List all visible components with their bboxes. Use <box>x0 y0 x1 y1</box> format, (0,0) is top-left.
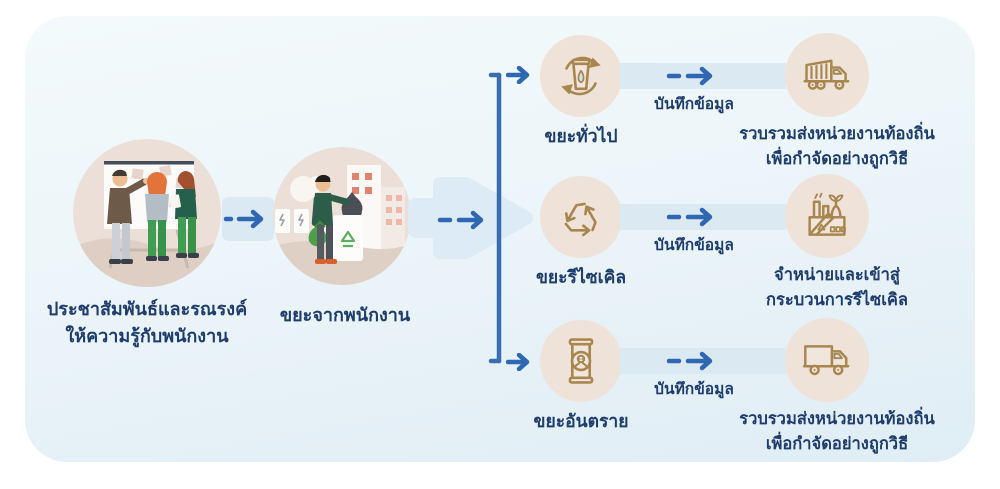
dash-arrow-icon <box>666 351 713 371</box>
employee-waste-illustration-circle <box>273 147 411 285</box>
row1-arrow-label: บันทึกข้อมูล <box>654 96 734 113</box>
row2-destination-line1: จำหน่ายและเข้าสู่ <box>774 266 900 284</box>
row3-destination-caption: รวบรวมส่งหน่วยงานท้องถิ่น เพื่อกำจัดอย่า… <box>722 407 952 457</box>
general-waste-bin-cycle-icon <box>561 56 601 96</box>
delivery-truck-icon <box>802 345 850 376</box>
row1-destination-caption: รวบรวมส่งหน่วยงานท้องถิ่น เพื่อกำจัดอย่า… <box>722 122 952 172</box>
hazardous-waste-circle <box>540 320 622 402</box>
row1-destination-line1: รวบรวมส่งหน่วยงานท้องถิ่น <box>739 125 935 143</box>
recyclable-waste-label: ขยะรีไซเคิล <box>535 267 627 287</box>
big-branch-arrow <box>408 177 533 259</box>
employee-sorting-waste-illustration <box>273 147 411 285</box>
people-training-illustration <box>73 139 221 287</box>
stage1-caption-line2: ให้ความรู้กับพนักงาน <box>65 326 229 346</box>
general-waste-label: ขยะทั่วไป <box>544 126 618 146</box>
bottom-branch-arrow-icon <box>506 353 530 371</box>
general-waste-circle <box>540 35 622 117</box>
row1-destination-line2: เพื่อกำจัดอย่างถูกวิธี <box>765 150 909 168</box>
row3-destination-line1: รวบรวมส่งหน่วยงานท้องถิ่น <box>739 410 935 428</box>
row2-arrow-label: บันทึกข้อมูล <box>654 237 734 254</box>
stage1-caption: ประชาสัมพันธ์และรณรงค์ ให้ความรู้กับพนัก… <box>22 296 272 350</box>
row3-destination-line2: เพื่อกำจัดอย่างถูกวิธี <box>765 435 909 453</box>
row2-destination-line2: กระบวนการรีไซเคิล <box>766 291 908 309</box>
recycling-factory-icon <box>808 192 846 236</box>
local-disposal-circle-1 <box>785 33 869 117</box>
dash-arrow-icon <box>666 66 713 86</box>
recycling-process-circle <box>785 174 869 258</box>
dash-arrow-icon <box>666 207 713 227</box>
training-illustration-circle <box>72 138 222 288</box>
dash-arrow-icon <box>437 210 484 230</box>
garbage-truck-icon <box>803 59 850 90</box>
top-branch-arrow-icon <box>506 66 530 84</box>
stage1-caption-line1: ประชาสัมพันธ์และรณรงค์ <box>46 299 248 319</box>
dot-dash-arrow-icon <box>223 209 264 229</box>
recyclable-waste-circle <box>540 176 622 258</box>
stage2-caption-line1: ขยะจากพนักงาน <box>279 305 411 325</box>
hazardous-waste-label: ขยะอันตราย <box>533 411 629 431</box>
row3-arrow-label: บันทึกข้อมูล <box>654 381 734 398</box>
stage2-caption: ขยะจากพนักงาน <box>250 302 440 329</box>
row2-destination-caption: จำหน่ายและเข้าสู่ กระบวนการรีไซเคิล <box>722 263 952 313</box>
hazardous-waste-barrel-icon <box>568 338 594 384</box>
recycle-symbol-icon <box>564 202 597 237</box>
local-disposal-circle-2 <box>785 318 869 402</box>
branch-bracket-line <box>488 72 502 364</box>
